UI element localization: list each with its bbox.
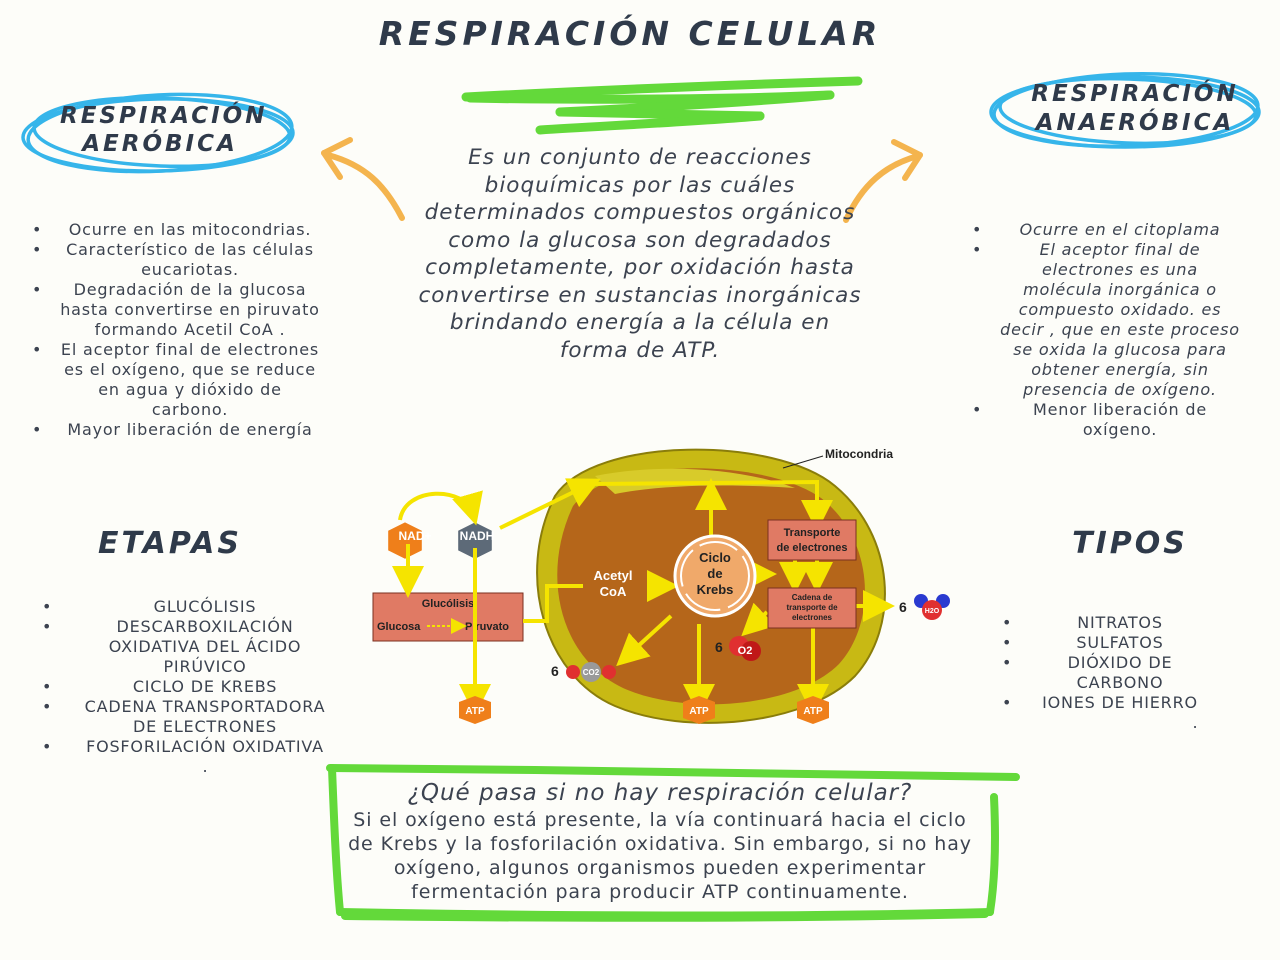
title-underline-scribble (461, 76, 863, 135)
atp-hexagon: ATP (683, 696, 715, 724)
arrow-to-anaerobica (843, 139, 923, 223)
mitocondria-label: Mitocondria (825, 447, 893, 461)
cadena-label-line3: electrones (792, 613, 833, 622)
krebs-circle (673, 534, 757, 618)
krebs-label-line2: de (707, 566, 722, 581)
mitocondria-pointer (782, 455, 824, 469)
glucolisis-label: Glucólisis (422, 598, 475, 610)
flow-arrows (392, 478, 895, 716)
atp-label: ATP (803, 706, 823, 717)
anaerobica-list: Ocurre en el citoplama El aceptor final … (972, 220, 1240, 440)
heading-line: AERÓBICA (82, 131, 238, 157)
co2-count: 6 (551, 663, 559, 679)
tipos-block: NITRATOS SULFATOS DIÓXIDO DE CARBONO ION… (1002, 613, 1210, 732)
list-item: FOSFORILACIÓN OXIDATIVA (42, 737, 340, 757)
glucolisis-box (372, 592, 524, 642)
transporte-electrones-box (767, 519, 857, 561)
list-item: Característico de las células eucariotas… (32, 240, 320, 280)
atp-hexagon: ATP (797, 696, 829, 724)
etapas-list: GLUCÓLISIS DESCARBOXILACIÓN OXIDATIVA DE… (42, 597, 340, 757)
list-item: DESCARBOXILACIÓN OXIDATIVA DEL ÁCIDO PIR… (42, 617, 340, 677)
acetil-label-line1: Acetyl (593, 568, 632, 583)
krebs-label-line3: Krebs (697, 582, 734, 597)
trailing-dot: . (202, 757, 208, 776)
list-item: SULFATOS (1002, 633, 1210, 653)
question-body: Si el oxígeno está presente, la vía cont… (348, 809, 972, 903)
aerobica-list: Ocurre en las mitocondrias. Característi… (32, 220, 320, 440)
list-item: Ocurre en el citoplama (972, 220, 1240, 240)
nad-plus-label: NAD+ (398, 529, 431, 543)
nadh-label: NADH (460, 529, 495, 543)
h2o-count: 6 (899, 599, 907, 615)
o2-count: 6 (715, 639, 723, 655)
cadena-label-line2: transporte de (786, 603, 838, 612)
heading-tipos: TIPOS (1072, 526, 1188, 561)
list-item: GLUCÓLISIS (42, 597, 340, 617)
page-title: RESPIRACIÓN CELULAR (378, 14, 882, 53)
o2-label: O2 (738, 645, 753, 657)
transporte-label-line1: Transporte (784, 527, 841, 539)
heading-respiracion-aerobica: RESPIRACIÓN AERÓBICA (60, 102, 268, 158)
transporte-label-line2: de electrones (777, 542, 848, 554)
list-item: Ocurre en las mitocondrias. (32, 220, 320, 240)
list-item: CADENA TRANSPORTADORA DE ELECTRONES (42, 697, 340, 737)
cadena-label-line1: Cadena de (792, 593, 833, 602)
aerobica-circle (21, 92, 295, 174)
heading-line: RESPIRACIÓN (1031, 81, 1239, 107)
mitochondria-diagram: Mitocondria NAD+ NADH Glucólisis Glucosa… (372, 447, 950, 724)
heading-etapas: ETAPAS (98, 526, 242, 561)
trailing-dot: . (1192, 713, 1198, 732)
list-item: NITRATOS (1002, 613, 1210, 633)
anaerobica-circle (989, 71, 1261, 149)
list-item: Degradación de la glucosa hasta converti… (32, 280, 320, 340)
krebs-cycle-arrow-icon (680, 541, 750, 611)
heading-respiracion-anaerobica: RESPIRACIÓN ANAERÓBICA (1030, 80, 1240, 138)
nadh-hexagon: NADH (458, 522, 495, 559)
definition-text: Es un conjunto de reacciones bioquímicas… (418, 145, 862, 363)
list-item: DIÓXIDO DE CARBONO (1002, 653, 1210, 693)
list-item: Menor liberación de oxígeno. (972, 400, 1240, 440)
question-box-scribble (326, 764, 1020, 922)
co2-molecule-icon: CO2 (566, 662, 616, 682)
cadena-transporte-box (767, 587, 857, 629)
h2o-label: H2O (925, 608, 940, 615)
list-item: CICLO DE KREBS (42, 677, 340, 697)
etapas-block: GLUCÓLISIS DESCARBOXILACIÓN OXIDATIVA DE… (42, 597, 340, 776)
heading-line: ANAERÓBICA (1035, 110, 1235, 136)
h2o-molecule-icon: H2O (914, 594, 950, 620)
co2-label: CO2 (583, 668, 600, 677)
acetil-label-line2: CoA (600, 584, 627, 599)
atp-label: ATP (689, 706, 709, 717)
question-title: ¿Qué pasa si no hay respiración celular? (407, 780, 913, 806)
atp-label: ATP (465, 706, 485, 717)
nad-plus-hexagon: NAD+ (388, 522, 432, 559)
heading-line: RESPIRACIÓN (60, 103, 268, 129)
list-item: El aceptor final de electrones es el oxí… (32, 340, 320, 420)
list-item: IONES DE HIERRO (1002, 693, 1210, 713)
piruvato-label: Piruvato (465, 621, 509, 633)
list-item: Mayor liberación de energía (32, 420, 320, 440)
glucosa-label: Glucosa (377, 621, 421, 633)
tipos-list: NITRATOS SULFATOS DIÓXIDO DE CARBONO ION… (1002, 613, 1210, 713)
arrow-to-aerobica (321, 137, 405, 221)
o2-molecule-icon: O2 (729, 636, 761, 661)
krebs-label-line1: Ciclo (699, 550, 731, 565)
list-item: El aceptor final de electrones es una mo… (972, 240, 1240, 400)
atp-hexagon: ATP (459, 696, 491, 724)
